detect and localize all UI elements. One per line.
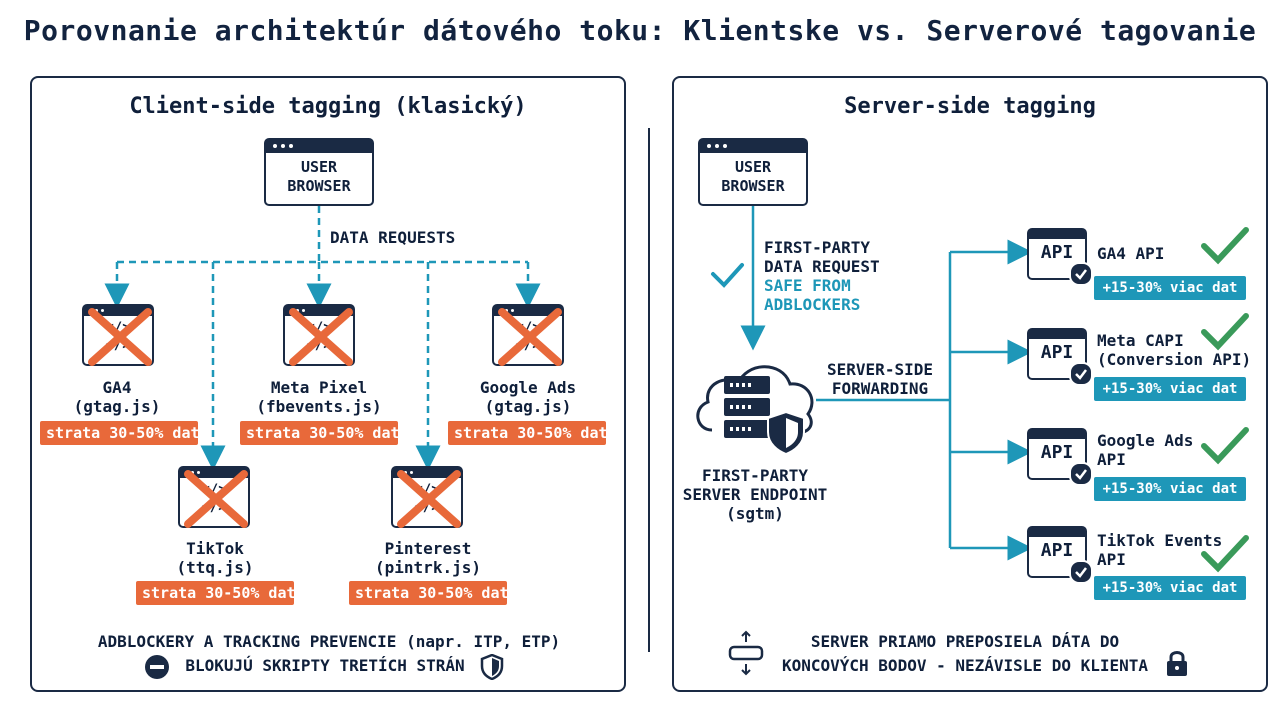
safe-label-line2: ADBLOCKERS xyxy=(764,295,861,314)
server-side-heading: Server-side tagging xyxy=(844,94,1096,119)
check-icon xyxy=(1069,560,1093,584)
browser-label-line2: BROWSER xyxy=(721,177,785,195)
api-name-line1: Meta CAPI xyxy=(1097,331,1184,350)
data-gain-badge: +15-30% viac dat xyxy=(1094,477,1246,501)
browser-icon xyxy=(700,140,806,153)
browser-label-line2: BROWSER xyxy=(287,177,351,195)
server-label-line1: FIRST-PARTY xyxy=(702,466,808,485)
blocked-x-icon xyxy=(184,470,248,528)
blocked-x-icon xyxy=(397,470,461,528)
check-icon xyxy=(1201,227,1249,265)
pinterest-script-icon: </></> xyxy=(391,466,463,528)
server-flow-lines xyxy=(740,206,1033,561)
script-name: GA4 xyxy=(102,378,132,397)
page-title: Porovnanie architektúr dátového toku: Kl… xyxy=(23,14,1257,47)
api-icon: API xyxy=(1040,540,1074,561)
check-icon xyxy=(1201,427,1249,465)
script-name: Pinterest xyxy=(384,539,472,558)
script-file: (gtag.js) xyxy=(73,397,161,416)
data-loss-badge: strata 30-50% dat xyxy=(448,421,608,445)
api-name-line1: GA4 API xyxy=(1097,244,1165,263)
api-name-line2: (Conversion API) xyxy=(1097,350,1252,369)
blocked-x-icon xyxy=(498,308,562,366)
check-icon xyxy=(1069,362,1093,386)
no-entry-icon xyxy=(145,655,169,679)
browser-label-line1: USER xyxy=(734,158,772,176)
shield-icon xyxy=(480,654,504,680)
google-ads-api-node: API xyxy=(1027,428,1093,486)
data-gain-badge: +15-30% viac dat xyxy=(1094,276,1246,300)
server-label-line3: (sgtm) xyxy=(726,504,784,523)
browser-label-line1: USER xyxy=(300,158,338,176)
script-file: (ttq.js) xyxy=(176,558,254,577)
panel-divider xyxy=(648,128,650,652)
check-icon xyxy=(1069,462,1093,486)
browser-icon xyxy=(266,140,372,153)
data-loss-badge: strata 30-50% dat xyxy=(240,421,400,445)
ga4-api-node: API xyxy=(1027,228,1093,286)
client-footer-line1: ADBLOCKERY A TRACKING PREVENCIE (napr. I… xyxy=(97,632,561,651)
forward-label-line1: SERVER-SIDE xyxy=(827,360,933,379)
meta-pixel-script-icon: </></> xyxy=(283,304,355,366)
server-side-panel: Server-side tagging xyxy=(672,76,1268,692)
request-label-line2: DATA REQUEST xyxy=(764,257,880,276)
api-name-line2: API xyxy=(1097,550,1126,569)
request-label-line1: FIRST-PARTY xyxy=(764,238,870,257)
client-side-panel: Client-side tagging (klasický) xyxy=(30,76,626,692)
forward-label-line2: FORWARDING xyxy=(831,379,929,398)
data-loss-badge: strata 30-50% dat xyxy=(136,581,296,605)
tiktok-events-api-node: API xyxy=(1027,526,1093,584)
google-ads-script-icon: </></> xyxy=(492,304,564,366)
data-loss-badge: strata 30-50% dat xyxy=(349,581,509,605)
script-file: (gtag.js) xyxy=(484,397,572,416)
api-name-line1: Google Ads xyxy=(1097,431,1194,450)
cloud-server-icon xyxy=(696,365,814,456)
script-name: Google Ads xyxy=(479,378,577,397)
api-name-line2: API xyxy=(1097,450,1126,469)
script-name: TikTok xyxy=(186,539,244,558)
script-file: (fbevents.js) xyxy=(256,397,382,416)
client-footer-line2: BLOKUJÚ SKRIPTY TRETÍCH STRÁN xyxy=(185,656,465,675)
api-icon: API xyxy=(1040,442,1074,463)
safe-label-line1: SAFE FROM xyxy=(764,276,851,295)
ga4-script-icon: </></> xyxy=(82,304,154,366)
check-icon xyxy=(1201,535,1249,573)
tiktok-script-icon: </></> xyxy=(178,466,250,528)
check-icon xyxy=(1069,262,1093,286)
request-check-icon xyxy=(711,263,744,288)
server-footer-line2: KONCOVÝCH BODOV - NEZÁVISLE DO KLIENTA xyxy=(781,656,1149,675)
script-file: (pintrk.js) xyxy=(375,558,481,577)
script-name: Meta Pixel xyxy=(270,378,368,397)
data-loss-badge: strata 30-50% dat xyxy=(40,421,200,445)
lock-icon xyxy=(1167,651,1187,676)
api-icon: API xyxy=(1040,242,1074,263)
data-requests-label: DATA REQUESTS xyxy=(330,228,456,247)
blocked-x-icon xyxy=(88,308,152,366)
client-request-lines xyxy=(104,206,541,471)
pipe-icon xyxy=(728,630,764,676)
blocked-x-icon xyxy=(289,308,353,366)
data-gain-badge: +15-30% viac dat xyxy=(1094,377,1246,401)
check-icon xyxy=(1201,313,1249,351)
data-gain-badge: +15-30% viac dat xyxy=(1094,576,1246,600)
server-footer-line1: SERVER PRIAMO PREPOSIELA DÁTA DO xyxy=(810,632,1120,651)
client-side-heading: Client-side tagging (klasický) xyxy=(129,94,527,119)
meta-capi-node: API xyxy=(1027,328,1093,386)
server-label-line2: SERVER ENDPOINT xyxy=(682,485,828,504)
api-name-line1: TikTok Events xyxy=(1097,531,1223,550)
api-icon: API xyxy=(1040,342,1074,363)
